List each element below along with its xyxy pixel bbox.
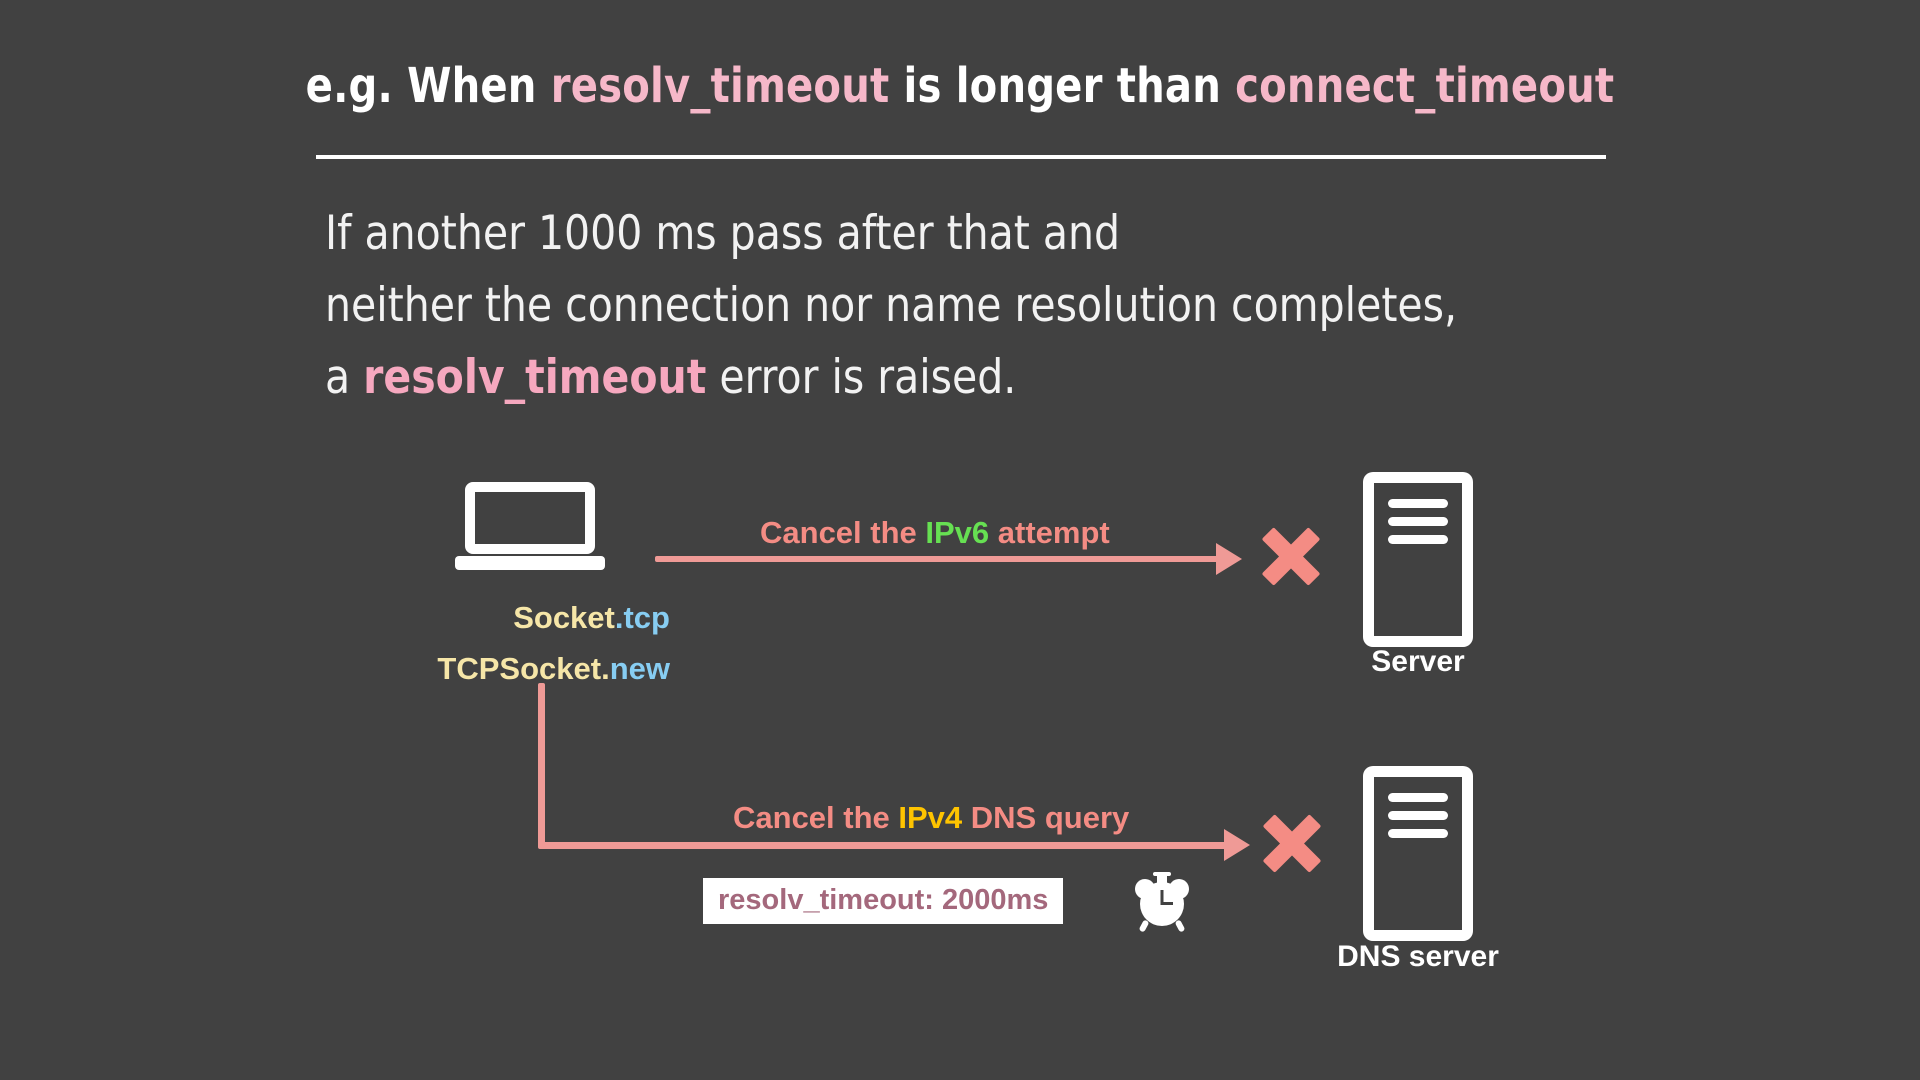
title-prefix: e.g. When <box>305 58 551 114</box>
title-divider <box>316 155 1606 159</box>
body-line-1: If another 1000 ms pass after that and <box>325 206 1121 261</box>
bottom-flow-protocol-ipv4: IPv4 <box>898 800 963 835</box>
resolv-timeout-badge: resolv_timeout: 2000ms <box>703 878 1064 924</box>
tcpsocket-dot: . <box>601 651 610 686</box>
tcpsocket-class: TCPSocket <box>437 651 602 686</box>
laptop-icon <box>455 482 605 574</box>
body-line-3-prefix: a <box>325 350 364 405</box>
bottom-flow-label-suffix: DNS query <box>962 800 1130 835</box>
top-flow-protocol-ipv6: IPv6 <box>925 515 990 550</box>
body-line-3: a resolv_timeout error is raised. <box>325 342 1457 414</box>
title-term-resolv-timeout: resolv_timeout <box>550 58 890 114</box>
alarm-clock-icon <box>1131 872 1193 934</box>
dns-server-icon <box>1363 766 1473 941</box>
bottom-flow-label: Cancel the IPv4 DNS query <box>733 800 1129 836</box>
top-flow-label-suffix: attempt <box>989 515 1110 550</box>
body-line-2: neither the connection nor name resoluti… <box>325 278 1458 333</box>
laptop-screen <box>465 482 595 554</box>
top-flow-arrowhead <box>1216 543 1242 575</box>
page-title: e.g. When resolv_timeout is longer than … <box>67 58 1853 114</box>
laptop-base <box>455 556 605 570</box>
socket-method: .tcp <box>614 600 670 635</box>
bottom-flow-vertical-line <box>538 683 545 848</box>
bottom-flow-label-prefix: Cancel the <box>733 800 899 835</box>
top-flow-label-prefix: Cancel the <box>760 515 926 550</box>
server-label: Server <box>1371 645 1465 678</box>
server-icon <box>1363 472 1473 647</box>
body-line-3-suffix: error is raised. <box>706 350 1017 405</box>
tcpsocket-method: new <box>609 651 670 686</box>
top-flow-line <box>655 556 1218 562</box>
client-code-label: Socket.tcp TCPSocket.new <box>330 592 670 694</box>
client-code-line-1: Socket.tcp <box>330 592 670 643</box>
bottom-flow-horizontal-line <box>538 842 1228 849</box>
dns-server-label: DNS server <box>1337 940 1499 973</box>
socket-class: Socket <box>513 600 615 635</box>
bottom-flow-arrowhead <box>1224 829 1250 861</box>
title-middle: is longer than <box>889 58 1236 114</box>
top-flow-label: Cancel the IPv6 attempt <box>760 515 1110 551</box>
body-paragraph: If another 1000 ms pass after that and n… <box>325 198 1457 414</box>
bottom-flow-x-mark-icon <box>1259 810 1325 876</box>
top-flow-x-mark-icon <box>1258 523 1324 589</box>
title-term-connect-timeout: connect_timeout <box>1235 58 1615 114</box>
body-term-resolv-timeout: resolv_timeout <box>363 350 707 405</box>
client-code-line-2: TCPSocket.new <box>330 643 670 694</box>
